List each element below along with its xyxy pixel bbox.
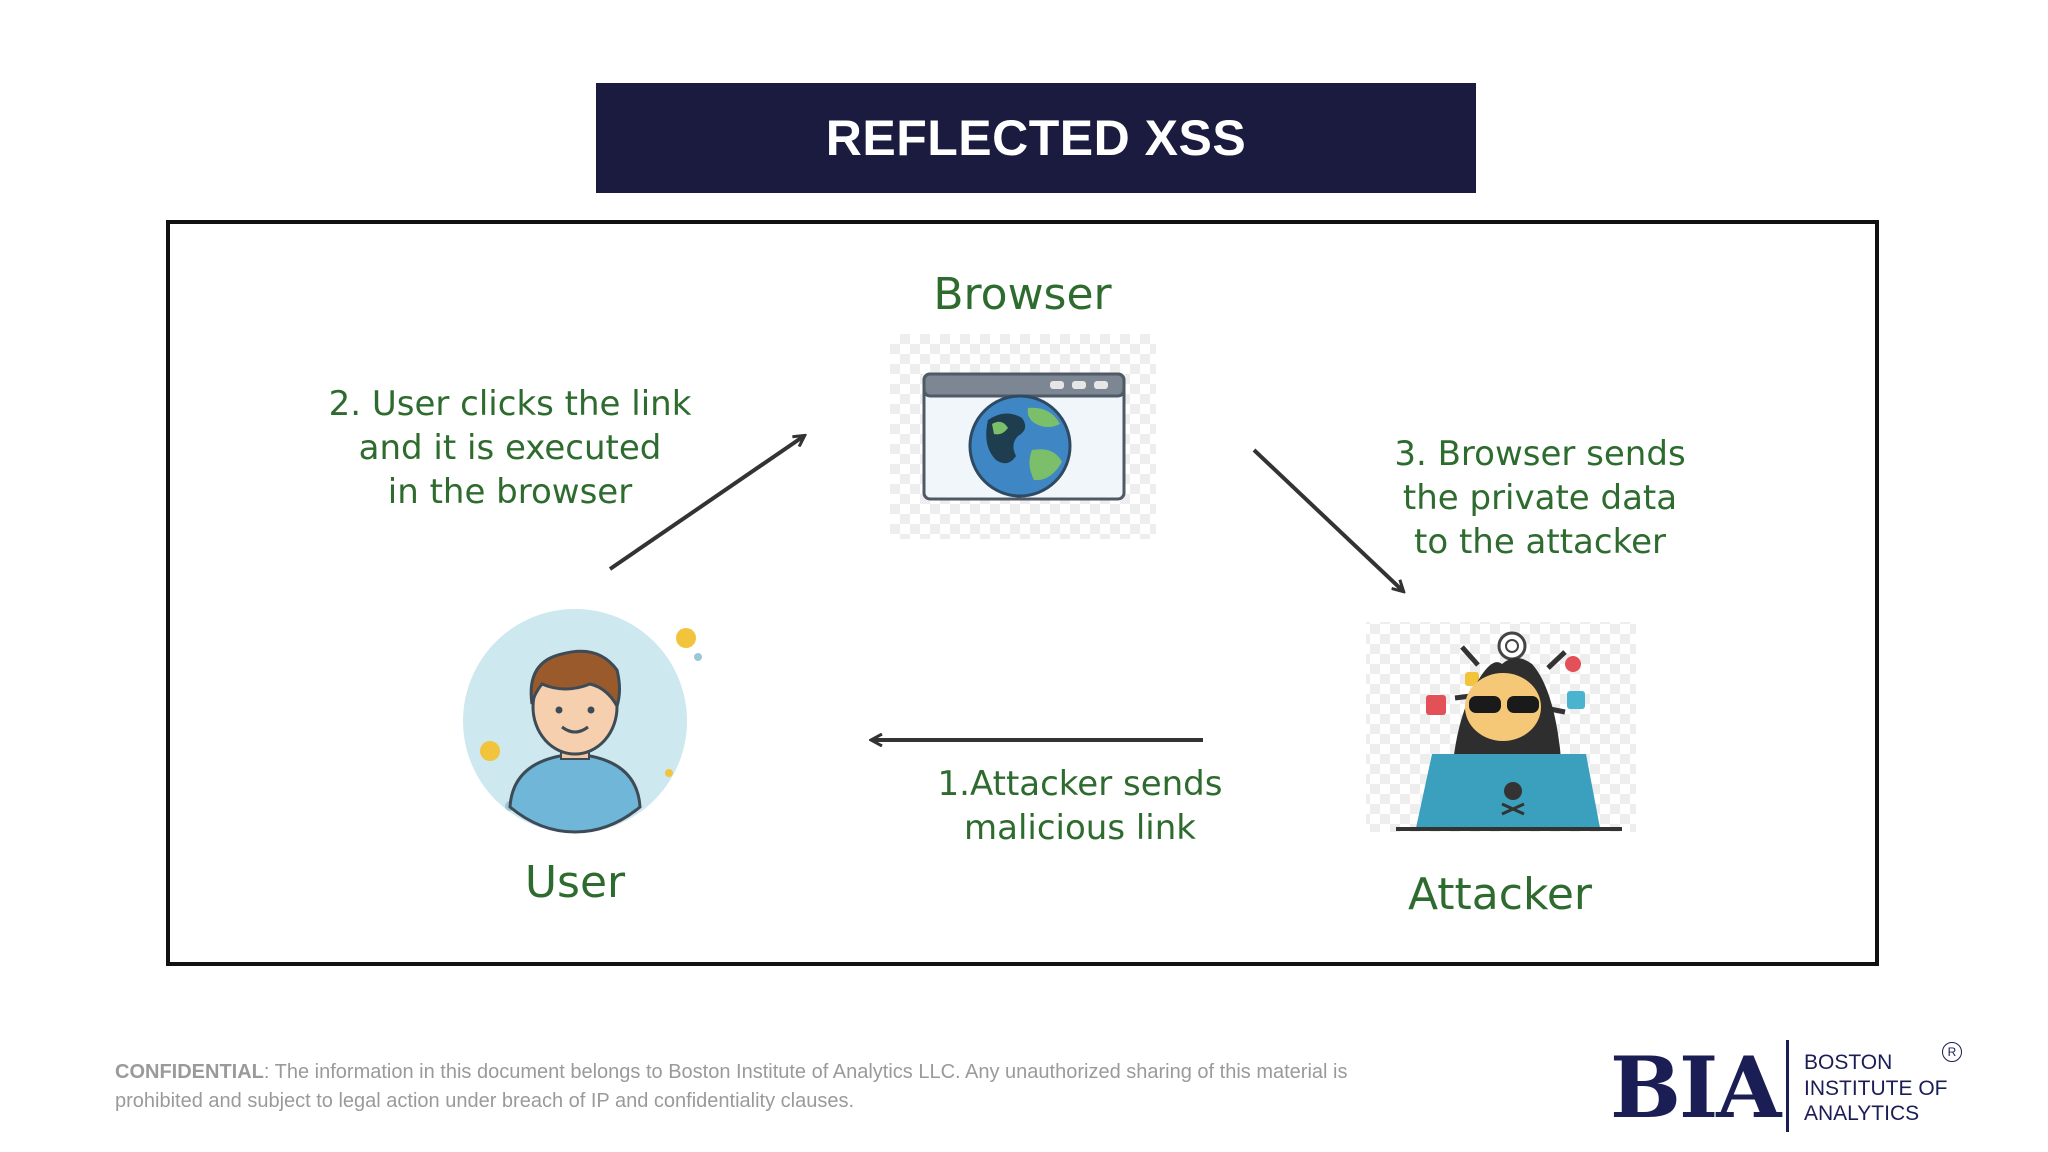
user-label: User (524, 857, 626, 908)
confidential-text: : The information in this document belon… (115, 1061, 1348, 1112)
registered-mark-icon: R (1942, 1042, 1962, 1062)
browser-label: Browser (933, 269, 1112, 320)
step-3-label: 3. Browser sends the private data to the… (1394, 434, 1686, 563)
diagram-canvas (463, 334, 1636, 834)
attacker-icon (1366, 622, 1636, 832)
logo-mark: BIA (1610, 1038, 1781, 1137)
arrow-user-to-browser (608, 436, 804, 571)
slide-title: REFLECTED XSS (825, 110, 1247, 166)
attacker-label: Attacker (1407, 869, 1593, 920)
title-bar: REFLECTED XSS (596, 83, 1476, 193)
step-2-label: 2. User clicks the link and it is execut… (328, 384, 692, 513)
user-icon (463, 609, 702, 834)
logo-divider (1786, 1040, 1789, 1132)
bia-logo: BIA BOSTON INSTITUTE OF ANALYTICS R (1610, 1036, 1970, 1136)
confidential-notice: CONFIDENTIAL: The information in this do… (115, 1058, 1375, 1116)
logo-wordmark: BOSTON INSTITUTE OF ANALYTICS (1804, 1051, 1948, 1126)
diagram-frame: Browser User Attacker 2. User clicks the… (166, 220, 1879, 966)
arrow-browser-to-attacker (1252, 448, 1403, 591)
browser-icon (890, 334, 1156, 539)
step-1-label: 1.Attacker sends malicious link (937, 764, 1223, 849)
confidential-label: CONFIDENTIAL (115, 1061, 264, 1083)
